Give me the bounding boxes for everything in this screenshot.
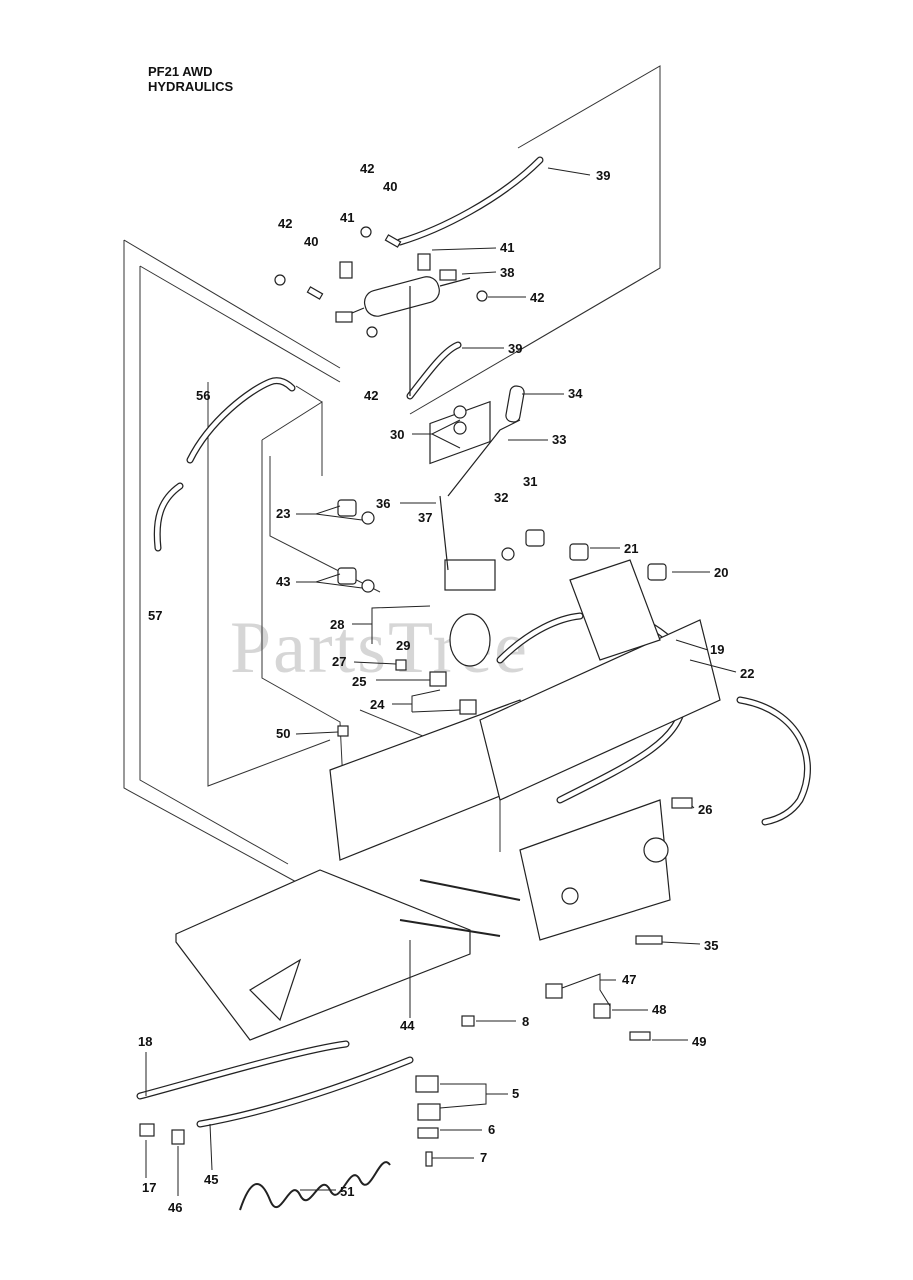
model-label: PF21 AWD <box>148 64 213 79</box>
diagram-title: PF21 AWD HYDRAULICS <box>148 64 233 94</box>
callout-39: 39 <box>508 341 522 356</box>
callout-41: 41 <box>340 210 354 225</box>
callout-50: 50 <box>276 726 290 741</box>
callout-45: 45 <box>204 1172 218 1187</box>
callout-30: 30 <box>390 427 404 442</box>
callout-42: 42 <box>530 290 544 305</box>
callout-49: 49 <box>692 1034 706 1049</box>
callout-27: 27 <box>332 654 346 669</box>
callout-44: 44 <box>400 1018 415 1033</box>
chassis-frame <box>175 559 721 1041</box>
callout-56: 56 <box>196 388 210 403</box>
group-boundaries <box>123 65 661 885</box>
callout-24: 24 <box>370 697 385 712</box>
callout-34: 34 <box>568 386 583 401</box>
callout-25: 25 <box>352 674 366 689</box>
callout-40: 40 <box>304 234 318 249</box>
callout-43: 43 <box>276 574 290 589</box>
callout-57: 57 <box>148 608 162 623</box>
callout-42: 42 <box>278 216 292 231</box>
callout-46: 46 <box>168 1200 182 1215</box>
callout-36: 36 <box>376 496 390 511</box>
callout-labels: 39 42 40 41 42 40 41 38 42 39 42 56 34 3… <box>138 161 754 1215</box>
callout-39: 39 <box>596 168 610 183</box>
callout-18: 18 <box>138 1034 152 1049</box>
fittings <box>139 499 693 1167</box>
callout-35: 35 <box>704 938 718 953</box>
callout-28: 28 <box>330 617 344 632</box>
callout-37: 37 <box>418 510 432 525</box>
callout-6: 6 <box>488 1122 495 1137</box>
callout-48: 48 <box>652 1002 666 1017</box>
spiral-wrap <box>239 1161 391 1211</box>
callout-21: 21 <box>624 541 638 556</box>
callout-8: 8 <box>522 1014 529 1029</box>
callout-23: 23 <box>276 506 290 521</box>
callout-51: 51 <box>340 1184 354 1199</box>
small-fasteners <box>274 226 488 338</box>
callout-41: 41 <box>500 240 514 255</box>
callout-40: 40 <box>383 179 397 194</box>
callout-42: 42 <box>364 388 378 403</box>
callout-22: 22 <box>740 666 754 681</box>
callout-29: 29 <box>396 638 410 653</box>
callout-19: 19 <box>710 642 724 657</box>
callout-5: 5 <box>512 1086 519 1101</box>
callout-17: 17 <box>142 1180 156 1195</box>
callout-47: 47 <box>622 972 636 987</box>
callout-20: 20 <box>714 565 728 580</box>
hydraulic-cylinder <box>335 269 471 396</box>
callout-33: 33 <box>552 432 566 447</box>
callout-31: 31 <box>523 474 537 489</box>
callout-38: 38 <box>500 265 514 280</box>
callout-32: 32 <box>494 490 508 505</box>
callout-42: 42 <box>360 161 374 176</box>
callout-26: 26 <box>698 802 712 817</box>
section-label: HYDRAULICS <box>148 79 234 94</box>
callout-7: 7 <box>480 1150 487 1165</box>
control-valve <box>429 385 525 667</box>
